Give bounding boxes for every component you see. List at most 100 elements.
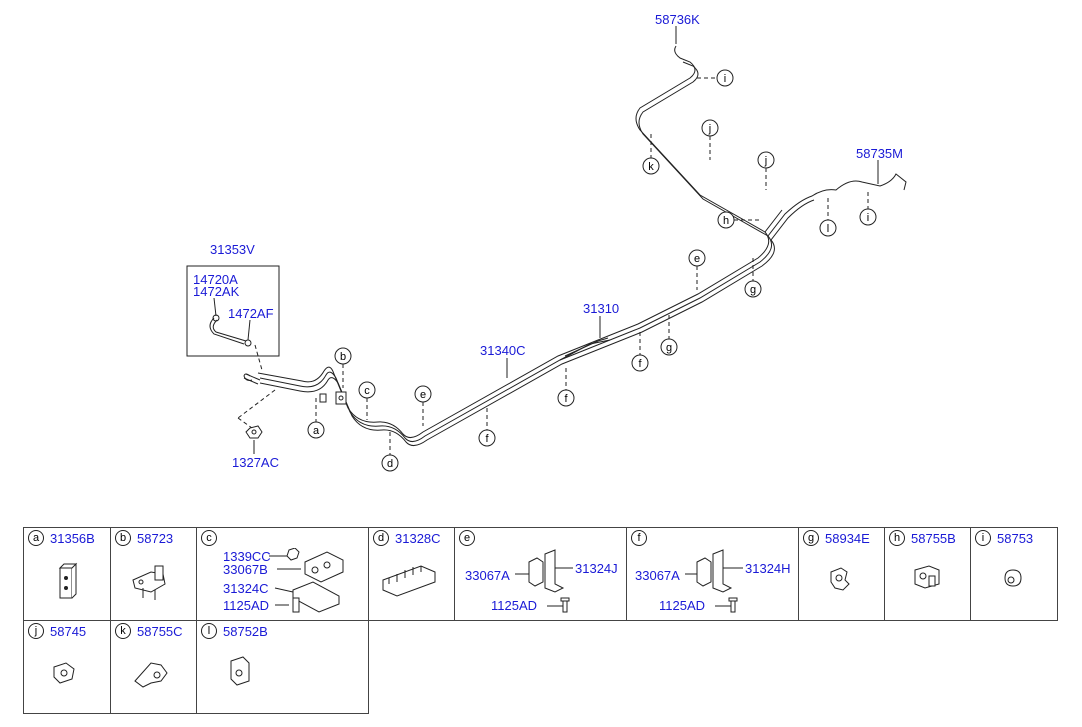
svg-text:g: g <box>750 284 756 296</box>
legend-letter-j: j <box>28 623 44 639</box>
label-31353V: 31353V <box>210 242 255 257</box>
legend-letter-b: b <box>115 530 131 546</box>
label-1472AK: 1472AK <box>193 284 240 299</box>
clamp-31328C-icon <box>382 565 436 597</box>
legend-part-k: 58755C <box>137 623 183 639</box>
legend-part-h: 58755B <box>911 530 956 546</box>
brake-pipe-assembly <box>243 45 907 446</box>
legend-part-b: 58723 <box>137 530 174 546</box>
legend-cell-i: i 58753 <box>970 527 1058 621</box>
callout-g-2: g <box>660 315 678 356</box>
clip-58755B-icon <box>914 565 940 589</box>
callouts: i j k j h l i <box>307 69 877 472</box>
legend-letter-e: e <box>459 530 475 546</box>
legend-c-part-2: 33067B <box>223 562 268 577</box>
legend-part-j: 58745 <box>50 623 87 639</box>
svg-text:g: g <box>666 342 672 354</box>
callout-c: c <box>358 381 376 420</box>
clip-a-icon <box>319 393 327 403</box>
svg-text:j: j <box>764 155 767 167</box>
callout-b: b <box>334 347 352 388</box>
legend-cell-e: e 33067A 31324J 1125AD <box>454 527 627 621</box>
legend-table: a 31356B b 58723 c 1339CC <box>23 527 1058 714</box>
legend-part-d: 31328C <box>395 530 441 546</box>
legend-cell-d: d 31328C <box>368 527 455 621</box>
legend-f-part-1: 33067A <box>635 568 680 583</box>
legend-cell-j: j 58745 <box>23 620 111 714</box>
callout-j-2: j <box>757 151 775 190</box>
parts-legend: a 31356B b 58723 c 1339CC <box>23 527 1058 714</box>
svg-text:c: c <box>364 385 370 397</box>
legend-letter-f: f <box>631 530 647 546</box>
clip-58745-icon <box>53 662 75 684</box>
legend-part-a: 31356B <box>50 530 95 546</box>
svg-text:f: f <box>638 358 642 370</box>
callout-a: a <box>307 398 325 439</box>
legend-row-1: a 31356B b 58723 c 1339CC <box>23 527 1058 621</box>
svg-text:e: e <box>420 389 426 401</box>
legend-cell-a: a 31356B <box>23 527 111 621</box>
clip-58752B-icon <box>230 656 250 686</box>
legend-letter-c: c <box>201 530 217 546</box>
svg-text:h: h <box>723 215 729 227</box>
nut-1327AC-icon <box>245 425 263 439</box>
svg-text:i: i <box>867 212 869 224</box>
svg-text:j: j <box>708 123 711 135</box>
clip-58755C-icon <box>134 662 168 688</box>
legend-c-part-4: 1125AD <box>223 598 270 613</box>
hose-group-box <box>186 265 280 357</box>
flex-hose <box>209 317 245 345</box>
legend-e-part-2: 31324J <box>575 561 618 576</box>
callout-i-top: i <box>697 69 734 87</box>
legend-part-l: 58752B <box>223 623 268 639</box>
label-1327AC: 1327AC <box>232 455 279 470</box>
legend-cell-h: h 58755B <box>884 527 971 621</box>
callout-e-1: e <box>688 249 706 290</box>
legend-cell-g: g 58934E <box>798 527 885 621</box>
label-31340C: 31340C <box>480 343 526 358</box>
legend-cell-c: c 1339CC 33067B 31324C 1125AD <box>196 527 369 621</box>
legend-letter-d: d <box>373 530 389 546</box>
callout-f-3: f <box>478 408 496 447</box>
legend-e-part-1: 33067A <box>465 568 510 583</box>
callout-d: d <box>381 432 399 472</box>
svg-text:e: e <box>694 253 700 265</box>
callout-f-1: f <box>631 332 649 372</box>
callout-i-right: i <box>859 192 877 226</box>
legend-letter-k: k <box>115 623 131 639</box>
label-58736K: 58736K <box>655 12 700 27</box>
callout-e-2: e <box>414 385 432 426</box>
legend-letter-i: i <box>975 530 991 546</box>
callout-l: l <box>819 198 837 237</box>
svg-text:d: d <box>387 458 393 470</box>
legend-letter-h: h <box>889 530 905 546</box>
legend-c-part-3: 31324C <box>223 581 269 596</box>
clamp-b-icon <box>335 391 347 405</box>
legend-f-part-3: 1125AD <box>659 598 706 613</box>
callout-j-1: j <box>701 119 719 160</box>
callout-h: h <box>717 211 760 229</box>
callout-k: k <box>642 134 660 175</box>
label-1472AF: 1472AF <box>228 306 274 321</box>
legend-part-g: 58934E <box>825 530 870 546</box>
legend-letter-g: g <box>803 530 819 546</box>
svg-text:k: k <box>648 161 654 173</box>
clamp-bracket-e-icon <box>515 549 573 613</box>
legend-part-i: 58753 <box>997 530 1034 546</box>
clip-31356B-icon <box>58 562 78 599</box>
svg-text:b: b <box>340 351 346 363</box>
legend-c-part-1: 1339CC <box>223 549 271 564</box>
grommet-58753-icon <box>1004 569 1022 587</box>
label-58735M: 58735M <box>856 146 903 161</box>
legend-f-part-2: 31324H <box>745 561 791 576</box>
clamp-assembly-c-icon <box>269 548 344 613</box>
brake-line-diagram: 58736K 58735M 31353V 14720A 1472AK 1472A… <box>186 12 907 472</box>
legend-e-part-3: 1125AD <box>491 598 538 613</box>
clip-58934E-icon <box>830 567 850 591</box>
callout-g-1: g <box>744 258 762 298</box>
legend-cell-k: k 58755C <box>110 620 197 714</box>
svg-text:f: f <box>485 433 489 445</box>
legend-letter-a: a <box>28 530 44 546</box>
